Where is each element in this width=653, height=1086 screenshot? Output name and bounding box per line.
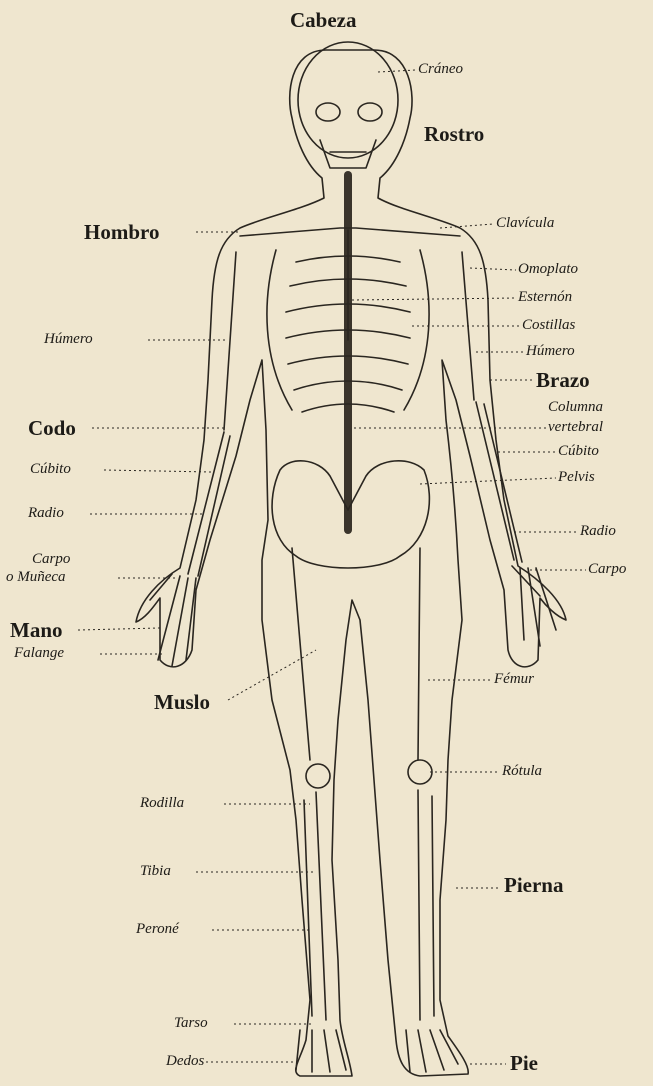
label-esternon: Esternón	[518, 290, 572, 305]
tibia-left	[304, 792, 326, 1020]
label-columna-1: Columna	[548, 400, 603, 415]
label-codo: Codo	[28, 418, 76, 439]
forearm-right	[476, 402, 522, 562]
label-cubito-left: Cúbito	[30, 462, 71, 477]
label-columna-2: vertebral	[548, 420, 603, 435]
label-hombro: Hombro	[84, 222, 159, 243]
femur-left	[292, 548, 310, 760]
femur-right	[418, 548, 420, 760]
label-omoplato: Omoplato	[518, 262, 578, 277]
label-rostro: Rostro	[424, 124, 484, 145]
leader-omoplato	[470, 268, 516, 270]
label-pierna: Pierna	[504, 875, 563, 896]
eye-socket-left	[316, 103, 340, 121]
label-carpo-right: Carpo	[588, 562, 626, 577]
knee-right	[408, 760, 432, 784]
label-falange: Falange	[14, 646, 64, 661]
leader-craneo	[378, 70, 416, 72]
eye-socket-right	[358, 103, 382, 121]
leader-clavicula	[440, 224, 494, 228]
label-rotula: Rótula	[502, 764, 542, 779]
label-humero-right: Húmero	[526, 344, 575, 359]
foot-left	[296, 1030, 346, 1072]
leader-esternon	[352, 298, 516, 300]
tibia-right	[418, 790, 434, 1020]
label-tarso: Tarso	[174, 1016, 208, 1031]
label-pelvis: Pelvis	[558, 470, 595, 485]
leader-cubito-left	[104, 470, 212, 472]
label-radio-right: Radio	[580, 524, 616, 539]
label-cubito-right: Cúbito	[558, 444, 599, 459]
skull	[298, 42, 398, 158]
label-rodilla: Rodilla	[140, 796, 184, 811]
label-tibia: Tibia	[140, 864, 171, 879]
label-perone: Peroné	[136, 922, 179, 937]
leader-mano	[78, 628, 160, 630]
label-muslo: Muslo	[154, 692, 210, 713]
hand-left	[150, 574, 196, 666]
label-costillas: Costillas	[522, 318, 575, 333]
label-mano: Mano	[10, 620, 63, 641]
humerus-left	[224, 252, 236, 430]
label-femur: Fémur	[494, 672, 534, 687]
label-carpo-left-2: o Muñeca	[6, 570, 66, 585]
label-craneo: Cráneo	[418, 62, 463, 77]
foot-right	[406, 1030, 458, 1072]
label-cabeza: Cabeza	[290, 10, 357, 31]
label-brazo: Brazo	[536, 370, 590, 391]
label-humero-left: Húmero	[44, 332, 93, 347]
label-dedos: Dedos	[166, 1054, 204, 1069]
label-carpo-left-1: Carpo	[32, 552, 70, 567]
label-radio-left: Radio	[28, 506, 64, 521]
label-clavicula: Clavícula	[496, 216, 554, 231]
knee-left	[306, 764, 330, 788]
leader-pelvis	[420, 478, 556, 484]
label-pie: Pie	[510, 1053, 538, 1074]
